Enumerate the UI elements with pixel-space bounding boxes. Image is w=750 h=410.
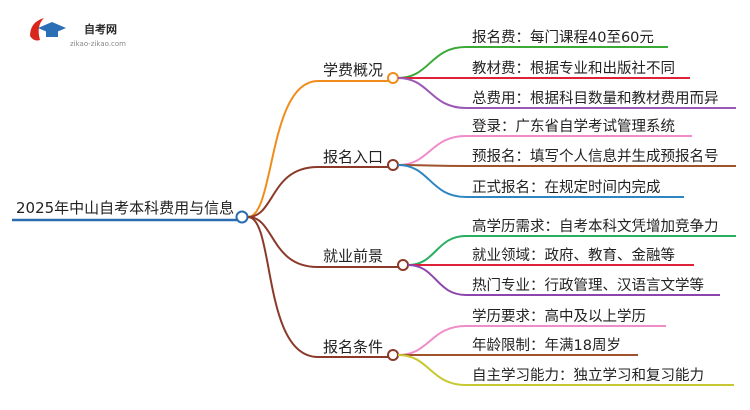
link-career-degree	[407, 235, 467, 266]
logo-cap-base	[46, 31, 58, 37]
branch-requirements-dot	[387, 349, 399, 361]
branch-career-label: 就业前景	[323, 247, 383, 265]
logo-url: zikao-zikao.com	[70, 40, 126, 48]
logo-title: 自考网	[84, 22, 117, 36]
branch-fees[interactable]: 学费概况 报名费：每门课程40至60元 教材费：根据专业和出版社不同 总费用：根…	[247, 29, 736, 218]
branch-entry[interactable]: 报名入口 登录：广东省自学考试管理系统 预报名：填写个人信息并生成预报名号 正式…	[247, 118, 736, 218]
link-entry-login	[397, 135, 467, 166]
root-connector-dot	[235, 210, 249, 224]
link-req-selfstudy	[397, 354, 467, 386]
link-fees-total	[397, 77, 467, 109]
site-logo[interactable]: 自考网 zikao-zikao.com	[30, 18, 126, 48]
leaf-total-fee: 总费用：根据科目数量和教材费用而异	[472, 90, 719, 107]
leaf-employment-fields: 就业领域：政府、教育、金融等	[472, 246, 675, 264]
link-req-education	[397, 325, 467, 356]
leaf-age-limit: 年龄限制：年满18周岁	[472, 337, 621, 354]
link-entry-formal	[397, 164, 467, 198]
link-career-majors	[407, 264, 467, 296]
logo-cap	[38, 22, 66, 34]
root-to-branch-career-link	[247, 216, 319, 268]
root-to-branch-entry-link	[247, 166, 319, 218]
logo-swoosh	[30, 18, 44, 41]
branch-entry-dot	[387, 159, 399, 171]
leaf-formal-registration: 正式报名：在规定时间内完成	[472, 179, 661, 196]
leaf-login: 登录：广东省自学考试管理系统	[472, 118, 675, 135]
branch-requirements-label: 报名条件	[323, 338, 383, 356]
root-label: 2025年中山自考本科费用与信息	[16, 199, 234, 217]
leaf-education-requirement: 学历要求：高中及以上学历	[472, 308, 646, 325]
root-to-branch-requirements-link	[247, 216, 319, 358]
leaf-degree-demand: 高学历需求：自考本科文凭增加竞争力	[472, 217, 719, 235]
leaf-registration-fee: 报名费：每门课程40至60元	[472, 29, 654, 46]
graduation-cap-icon	[30, 18, 66, 41]
branch-career[interactable]: 就业前景 高学历需求：自考本科文凭增加竞争力 就业领域：政府、教育、金融等 热门…	[247, 216, 736, 296]
root-node[interactable]: 2025年中山自考本科费用与信息	[12, 199, 249, 224]
leaf-popular-majors: 热门专业：行政管理、汉语言文学等	[472, 276, 704, 294]
branch-requirements[interactable]: 报名条件 学历要求：高中及以上学历 年龄限制：年满18周岁 自主学习能力：独立学…	[247, 216, 734, 386]
root-to-branch-fees-link	[247, 80, 319, 218]
branch-career-dot	[397, 259, 409, 271]
branch-fees-label: 学费概况	[323, 61, 383, 79]
leaf-self-study-ability: 自主学习能力：独立学习和复习能力	[472, 366, 704, 384]
leaf-textbook-fee: 教材费：根据专业和出版社不同	[472, 60, 675, 77]
leaf-pre-registration: 预报名：填写个人信息并生成预报名号	[472, 148, 719, 165]
link-fees-registration	[397, 46, 467, 79]
branch-entry-label: 报名入口	[323, 148, 383, 166]
branch-fees-dot	[387, 72, 399, 84]
